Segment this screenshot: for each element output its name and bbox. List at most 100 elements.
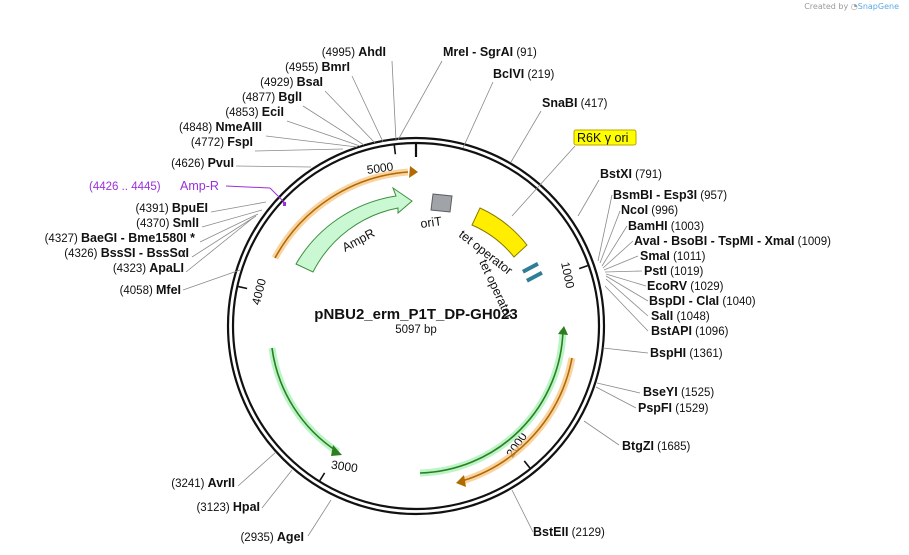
enzyme-name: EcoRV xyxy=(647,279,688,293)
restriction-site-label[interactable]: (4772) FspI xyxy=(191,135,253,149)
enzyme-name: AgeI xyxy=(277,530,304,544)
restriction-site-label[interactable]: (4626) PvuI xyxy=(171,156,234,170)
cut-position: (4323) xyxy=(113,263,149,275)
enzyme-name: BstXI xyxy=(600,167,632,181)
sites-left-layer: (4995) AhdI(4955) BmrI(4929) BsaI(4877) … xyxy=(45,45,386,544)
restriction-site-label[interactable]: SalI (1048) xyxy=(651,309,710,323)
restriction-site-label[interactable]: NcoI (996) xyxy=(621,203,678,217)
leader-lines xyxy=(182,60,649,537)
cut-position: (4929) xyxy=(260,77,296,89)
enzyme-name: BssSI xyxy=(101,246,136,260)
cut-position: (1009) xyxy=(794,236,831,248)
restriction-site-label[interactable]: (3241) AvrII xyxy=(171,476,235,490)
enzyme-name: AvaI xyxy=(634,234,660,248)
enzyme-name: BsoBI xyxy=(671,234,707,248)
restriction-site-label[interactable]: BseYI (1525) xyxy=(643,385,714,399)
ampr-purple-leader xyxy=(225,185,271,189)
cut-position: (219) xyxy=(524,69,554,81)
enzyme-name: BpuEI xyxy=(172,201,208,215)
enzyme-name: HpaI xyxy=(233,500,260,514)
enzyme-name: - xyxy=(653,188,664,202)
restriction-site-label[interactable]: SmaI (1011) xyxy=(640,249,706,263)
restriction-site-label[interactable]: (4995) AhdI xyxy=(322,45,386,59)
restriction-site-label[interactable]: (4929) BsaI xyxy=(260,75,323,89)
restriction-site-label[interactable]: PstI (1019) xyxy=(644,264,704,278)
cut-position: (791) xyxy=(632,169,662,181)
restriction-site-label[interactable]: AvaI - BsoBI - TspMI - XmaI (1009) xyxy=(634,234,831,248)
backbone-outer-ring xyxy=(226,136,606,516)
restriction-site-label[interactable]: BclVI (219) xyxy=(493,67,554,81)
restriction-site-label[interactable]: (4370) SmlI xyxy=(136,216,199,230)
gene-arc-left xyxy=(271,347,339,453)
restriction-site-label[interactable]: BtgZI (1685) xyxy=(622,439,691,453)
cut-position: (4995) xyxy=(322,47,358,59)
enzyme-name: BclVI xyxy=(493,67,524,81)
cds-arc-right xyxy=(461,357,573,482)
enzyme-name: - xyxy=(685,294,696,308)
enzyme-name: Esp3I xyxy=(664,188,697,202)
restriction-site-label[interactable]: BamHI (1003) xyxy=(628,219,704,233)
tick-mark xyxy=(578,264,588,270)
tet-operator-teal-feature-1[interactable] xyxy=(521,262,539,274)
tick-mark xyxy=(523,460,531,469)
restriction-site-label[interactable]: MreI - SgrAI (91) xyxy=(443,45,537,59)
restriction-site-label[interactable]: SnaBI (417) xyxy=(542,96,608,110)
tick-mark xyxy=(393,145,397,155)
enzyme-name: MfeI xyxy=(156,283,181,297)
credit-prefix: Created by xyxy=(804,2,849,11)
restriction-site-label[interactable]: (4058) MfeI xyxy=(120,283,181,297)
restriction-site-label[interactable]: PspFI (1529) xyxy=(638,401,709,415)
enzyme-name: MreI xyxy=(443,45,469,59)
enzyme-name: BsmBI xyxy=(613,188,653,202)
ampr-purple-marker xyxy=(283,202,286,206)
enzyme-name: PspFI xyxy=(638,401,672,415)
cut-position: (4370) xyxy=(136,218,172,230)
gene-arc-left-glow xyxy=(268,347,340,455)
cut-position: (1048) xyxy=(673,311,710,323)
enzyme-name: - xyxy=(117,231,128,245)
cut-position: (2129) xyxy=(568,527,605,539)
enzyme-name: ApaLI xyxy=(149,261,184,275)
tet-operator-teal-feature-2[interactable] xyxy=(525,271,543,283)
ampr-feature[interactable] xyxy=(295,186,413,273)
enzyme-name: BspHI xyxy=(650,346,686,360)
cut-position: (4391) xyxy=(135,203,171,215)
restriction-site-label[interactable]: BstEII (2129) xyxy=(533,525,605,539)
cut-position: (4877) xyxy=(242,92,278,104)
restriction-site-label[interactable]: BsmBI - Esp3I (957) xyxy=(613,188,727,202)
restriction-site-label[interactable]: (4326) BssSI - BssSαI xyxy=(64,246,189,260)
cut-position: (4772) xyxy=(191,137,227,149)
restriction-site-label[interactable]: BspDI - ClaI (1040) xyxy=(649,294,756,308)
tet-operator-yellow-feature[interactable] xyxy=(471,207,528,258)
cut-position: (4848) xyxy=(179,122,215,134)
r6k-box xyxy=(573,129,637,146)
restriction-site-label[interactable]: (4955) BmrI xyxy=(285,60,350,74)
restriction-site-label[interactable]: (4848) NmeAIII xyxy=(179,120,262,134)
orit-feature[interactable] xyxy=(430,193,453,213)
restriction-site-label[interactable]: BspHI (1361) xyxy=(650,346,723,360)
restriction-site-label[interactable]: BstAPI (1096) xyxy=(651,324,729,338)
gene-arc-right xyxy=(419,329,564,474)
restriction-site-label[interactable]: (4327) BaeGI - Bme1580I * xyxy=(45,231,196,245)
enzyme-name: BstAPI xyxy=(651,324,692,338)
r6k-leader xyxy=(511,145,576,217)
restriction-site-label[interactable]: (3123) HpaI xyxy=(196,500,260,514)
restriction-site-label[interactable]: (2935) AgeI xyxy=(240,530,304,544)
enzyme-name: BseYI xyxy=(643,385,678,399)
enzyme-name: XmaI xyxy=(765,234,795,248)
restriction-site-label[interactable]: BstXI (791) xyxy=(600,167,662,181)
restriction-site-label[interactable]: (4853) EciI xyxy=(225,105,284,119)
enzyme-name: BtgZI xyxy=(622,439,654,453)
tick-label: 1000 xyxy=(558,261,577,290)
restriction-site-label[interactable]: (4391) BpuEI xyxy=(135,201,208,215)
enzyme-name: EciI xyxy=(262,105,284,119)
cut-position: (91) xyxy=(513,47,537,59)
enzyme-name: AvrII xyxy=(208,476,235,490)
enzyme-name: BmrI xyxy=(322,60,350,74)
tick-label: 3000 xyxy=(330,458,359,476)
restriction-site-label[interactable]: EcoRV (1029) xyxy=(647,279,724,293)
restriction-site-label[interactable]: (4323) ApaLI xyxy=(113,261,184,275)
sites-right-layer: MreI - SgrAI (91) BclVI (219) SnaBI (417) B… xyxy=(443,45,831,539)
gene-arc-left-arrowhead xyxy=(331,445,342,456)
restriction-site-label[interactable]: (4877) BglI xyxy=(242,90,302,104)
